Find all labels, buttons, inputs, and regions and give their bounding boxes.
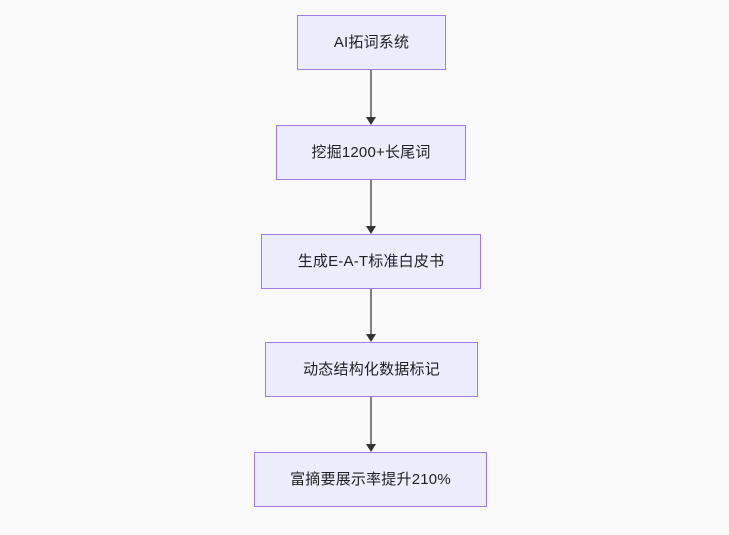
flowchart-node-rich-snippet-uplift[interactable]: 富摘要展示率提升210% — [254, 452, 487, 507]
arrowhead-icon — [366, 444, 376, 452]
flowchart-node-generate-eat-whitepaper[interactable]: 生成E-A-T标准白皮书 — [261, 234, 481, 289]
arrowhead-icon — [366, 117, 376, 125]
node-label: 富摘要展示率提升210% — [290, 471, 451, 488]
flowchart-node-mine-longtail-keywords[interactable]: 挖掘1200+长尾词 — [276, 125, 466, 180]
node-label: AI拓词系统 — [333, 34, 410, 51]
edge-line — [370, 70, 372, 118]
node-label: 动态结构化数据标记 — [303, 361, 440, 378]
edge-line — [370, 180, 372, 227]
edge-line — [370, 397, 372, 445]
arrowhead-icon — [366, 334, 376, 342]
edge-line — [370, 289, 372, 335]
node-label: 挖掘1200+长尾词 — [311, 144, 431, 161]
arrowhead-icon — [366, 226, 376, 234]
flowchart-node-dynamic-structured-data[interactable]: 动态结构化数据标记 — [265, 342, 478, 397]
flowchart-node-ai-keyword-system[interactable]: AI拓词系统 — [297, 15, 446, 70]
node-label: 生成E-A-T标准白皮书 — [297, 253, 445, 270]
